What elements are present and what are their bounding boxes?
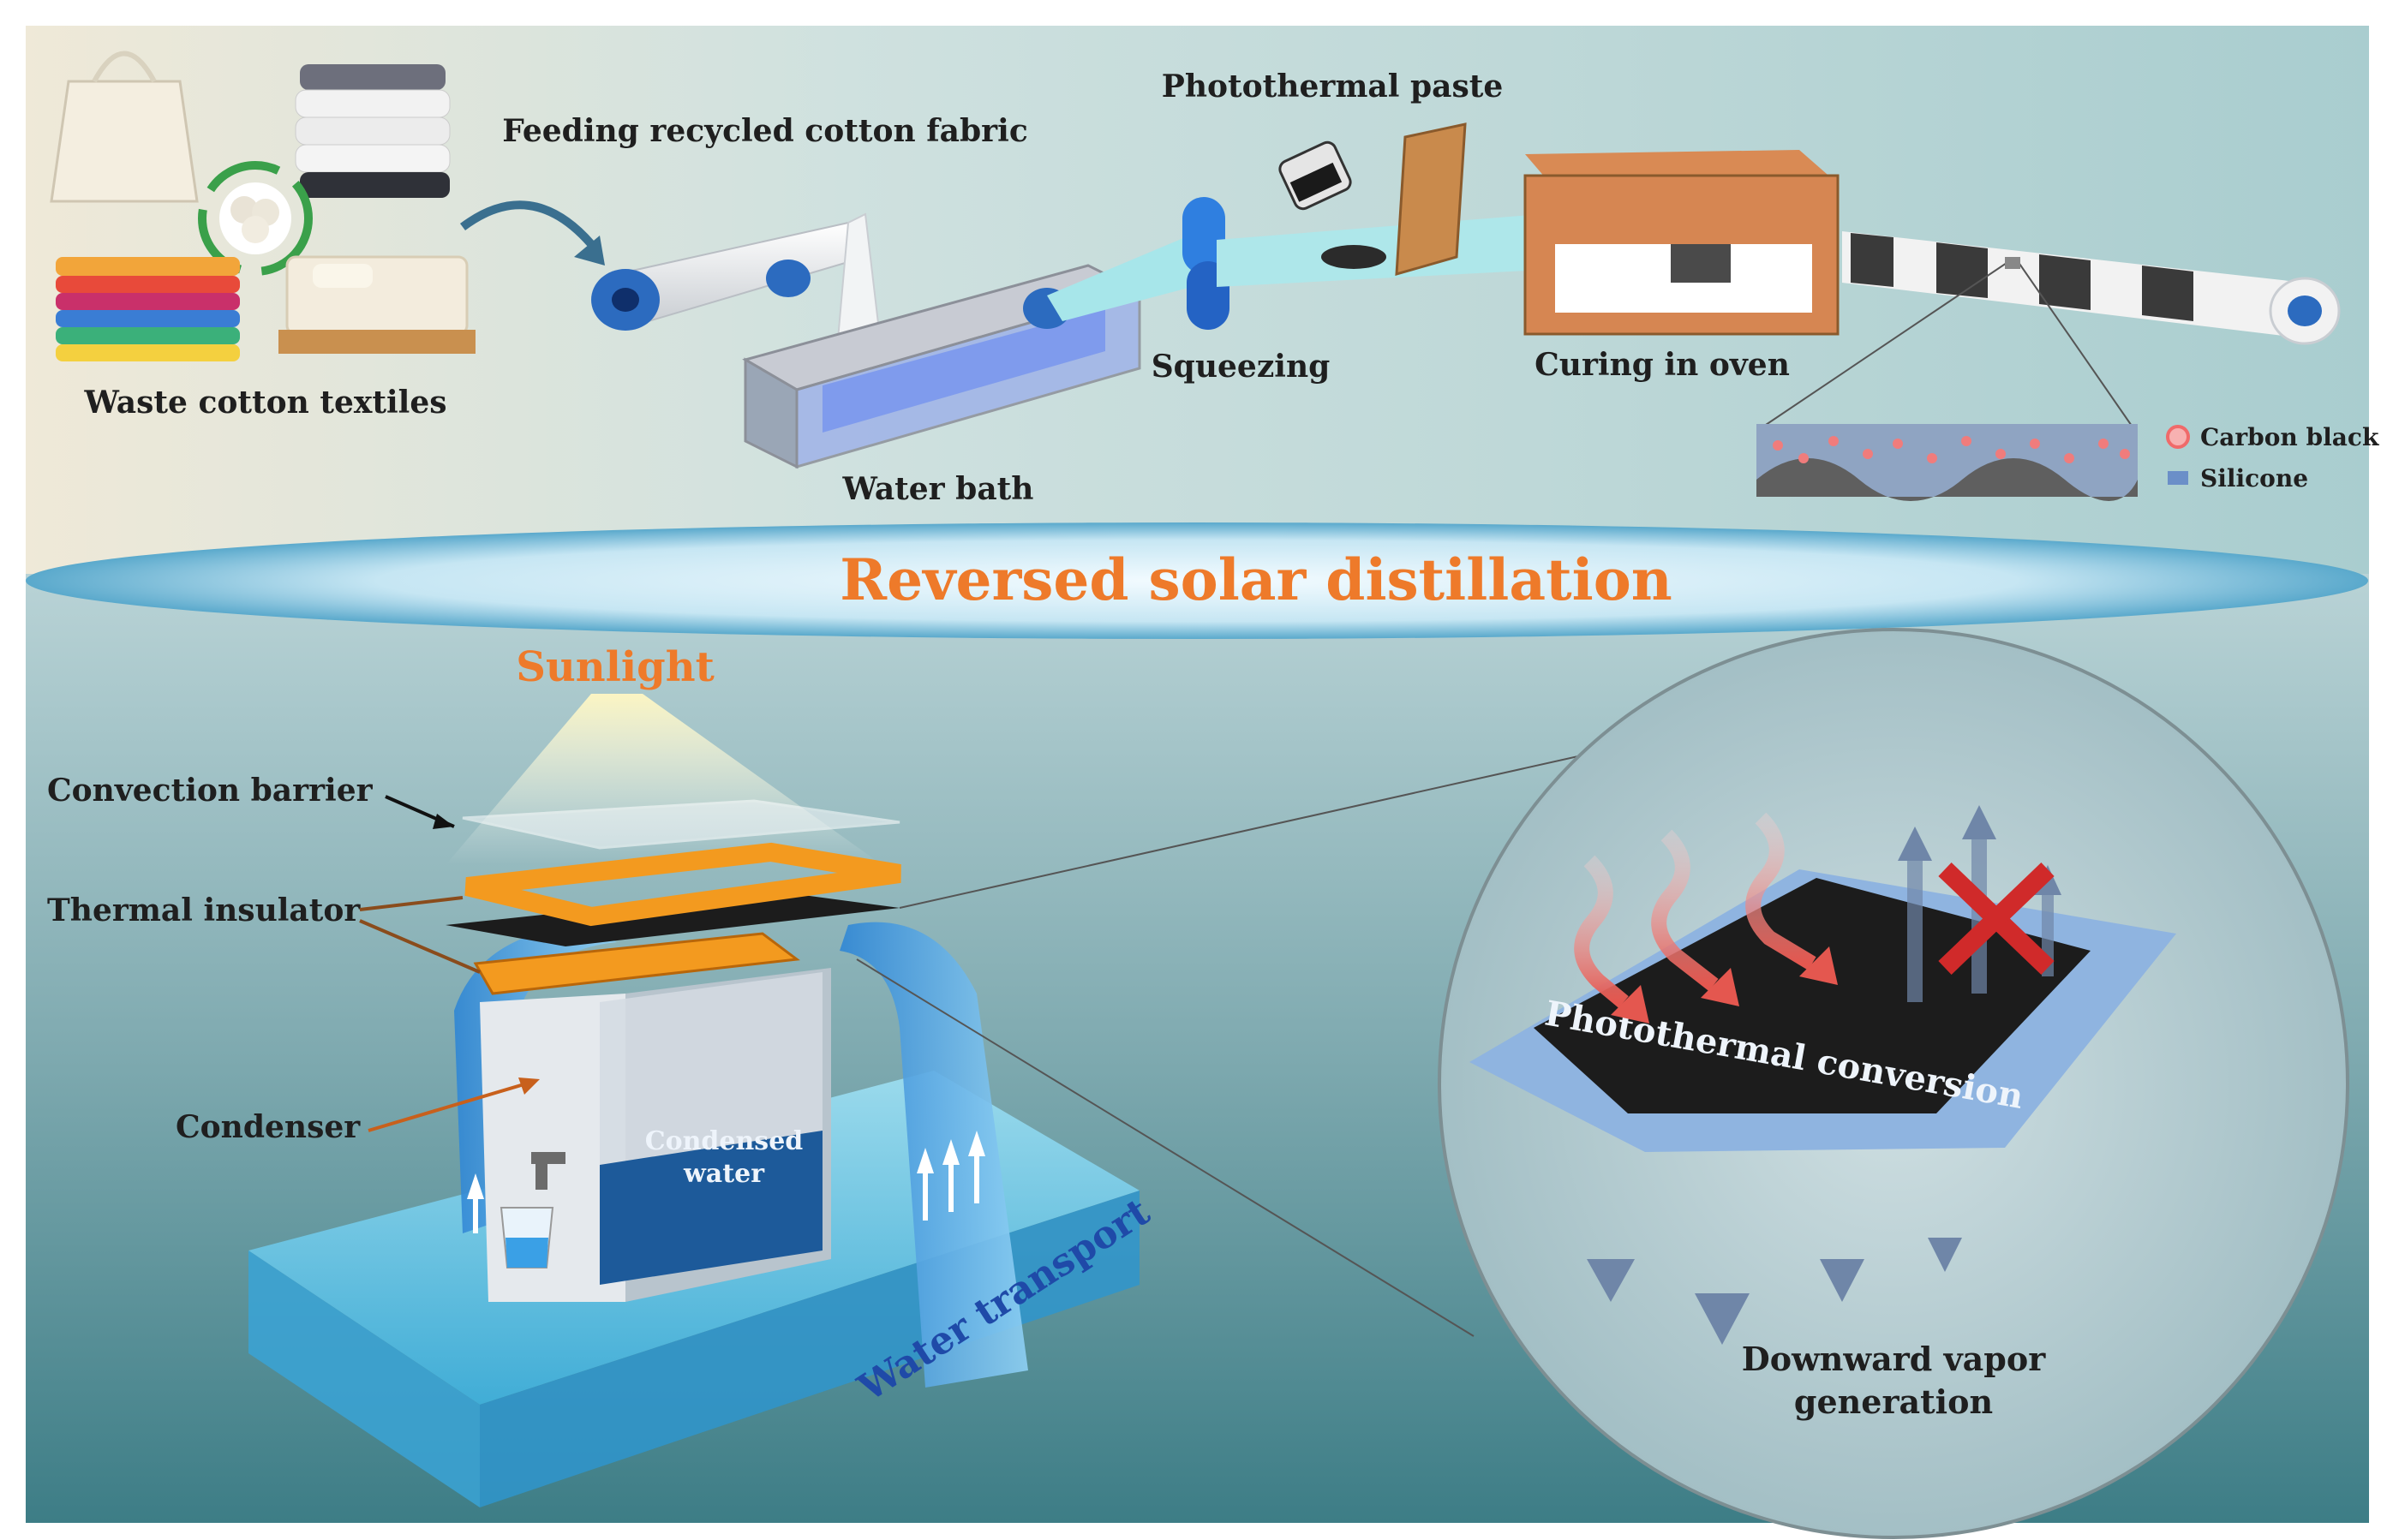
curing-oven-icon <box>1523 150 1840 336</box>
water-bath-tank-icon <box>742 264 1144 469</box>
water-tap-icon <box>531 1152 565 1190</box>
condenser-leader <box>368 1079 536 1132</box>
banner-ellipse <box>26 522 2368 639</box>
folded-towels-icon <box>295 64 451 198</box>
wet-fabric-strip <box>1047 231 1208 321</box>
upper-insulator-frame <box>464 842 901 927</box>
photothermal-paste-label: Photothermal paste <box>1162 69 1504 104</box>
blocked-upward-vapor <box>1898 805 2061 1002</box>
convection-barrier-arrowhead-icon <box>433 814 454 829</box>
incoming-light-waves <box>1574 812 1838 1024</box>
sunlight-label: Sunlight <box>516 643 715 691</box>
cross-section-inset <box>1756 257 2138 501</box>
process-line-group: Water bath Squeezing Photothermal paste … <box>591 69 2341 507</box>
take-up-roll-icon <box>2269 277 2341 345</box>
waste-textiles-label: Waste cotton textiles <box>83 385 446 421</box>
zoom-line-upper <box>899 744 1629 909</box>
convection-barrier-label: Convection barrier <box>47 773 374 809</box>
downward-vapor-label-line1: Downward vapor <box>1742 1340 2046 1378</box>
condenser-arrowhead-icon <box>518 1077 540 1095</box>
squeezing-label: Squeezing <box>1152 349 1331 385</box>
light-arrowhead-icon <box>1611 985 1649 1024</box>
coated-fabric-output <box>1842 231 2305 338</box>
paste-container-icon <box>1278 140 1352 211</box>
paste-puddle <box>1321 245 1386 269</box>
thermal-insulator-label: Thermal insulator <box>47 892 361 928</box>
black-absorber-fabric <box>446 891 900 946</box>
legend-silicone-label: Silicone <box>2200 464 2308 492</box>
block-cross-icon <box>1938 863 2055 975</box>
water-cup-icon <box>500 1207 554 1268</box>
feeding-arrow-icon <box>460 200 595 248</box>
water-bath-label: Water bath <box>842 471 1034 507</box>
recycle-cotton-icon <box>198 161 313 276</box>
feeding-arrowhead-icon <box>574 236 605 266</box>
zoom-line-lower <box>856 958 1475 1337</box>
downward-vapor-arrows <box>1587 1152 1962 1345</box>
light-arrowhead-icon <box>1701 968 1739 1006</box>
banner-title: Reversed solar distillation <box>840 546 1672 613</box>
waste-textiles-group: Waste cotton textiles <box>50 51 476 421</box>
curing-label: Curing in oven <box>1535 347 1790 383</box>
thermal-insulator-leader-2 <box>359 919 481 974</box>
convection-barrier-glass <box>462 799 900 850</box>
thermal-insulator-leader-1 <box>359 896 464 911</box>
condensed-water-label-line2: water <box>683 1159 765 1189</box>
legend: Carbon black Silicone <box>2166 423 2379 492</box>
bedding-icon <box>278 255 476 354</box>
legend-carbon-black-swatch <box>2166 425 2190 449</box>
lower-insulator-frame <box>473 932 800 995</box>
condenser-label: Condenser <box>176 1109 361 1145</box>
legend-carbon-black-label: Carbon black <box>2200 423 2379 451</box>
legend-silicone-swatch <box>2168 471 2188 485</box>
downward-vapor-label-line2: generation <box>1794 1382 1993 1421</box>
right-water-sheet <box>840 922 1028 1388</box>
colored-shirts-icon <box>56 257 240 361</box>
feeding-label: Feeding recycled cotton fabric <box>502 113 1028 149</box>
feed-roll-icon <box>591 221 867 331</box>
guide-roller-icon <box>766 260 811 297</box>
photothermal-coating <box>1534 878 2091 1113</box>
light-arrowhead-icon <box>1799 946 1838 985</box>
tote-bag-icon <box>50 51 199 203</box>
condensed-water-label-line1: Condensed <box>645 1126 804 1156</box>
doctor-blade-icon <box>1395 122 1467 277</box>
